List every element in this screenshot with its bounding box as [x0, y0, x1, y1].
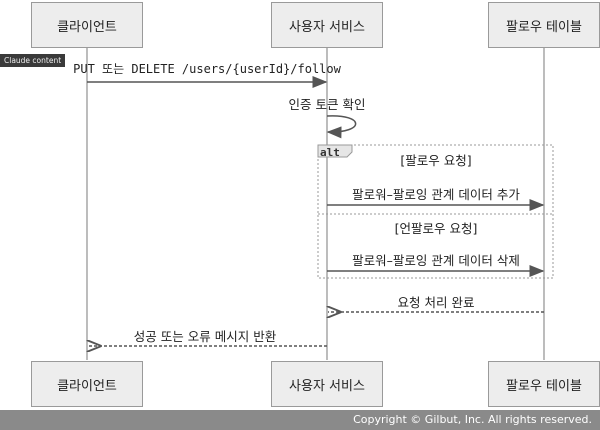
alt-frame	[317, 144, 554, 279]
participant-follow-table-bottom: 팔로우 테이블	[488, 361, 600, 407]
message-remove: 팔로워–팔로잉 관계 데이터 삭제	[352, 253, 520, 268]
participant-client-top: 클라이언트	[31, 2, 143, 48]
claude-content-badge: Claude content	[0, 54, 66, 67]
message-add: 팔로워–팔로잉 관계 데이터 추가	[352, 187, 520, 202]
message-done: 요청 처리 완료	[397, 295, 475, 310]
alt-guard-follow: [팔로우 요청]	[400, 153, 472, 168]
participant-user-service-bottom: 사용자 서비스	[271, 361, 383, 407]
arrow-self-auth	[326, 115, 357, 139]
copyright-footer: Copyright © Gilbut, Inc. All rights rese…	[0, 410, 600, 430]
participant-client-bottom: 클라이언트	[31, 361, 143, 407]
message-request: PUT 또는 DELETE /users/{userId}/follow	[73, 62, 341, 76]
message-response: 성공 또는 오류 메시지 반환	[133, 329, 277, 344]
participant-follow-table-top: 팔로우 테이블	[488, 2, 600, 48]
participant-user-service-top: 사용자 서비스	[271, 2, 383, 48]
alt-tab	[317, 144, 353, 158]
message-auth: 인증 토큰 확인	[288, 97, 366, 112]
alt-guard-unfollow: [언팔로우 요청]	[394, 221, 478, 236]
alt-keyword: alt	[320, 146, 340, 159]
